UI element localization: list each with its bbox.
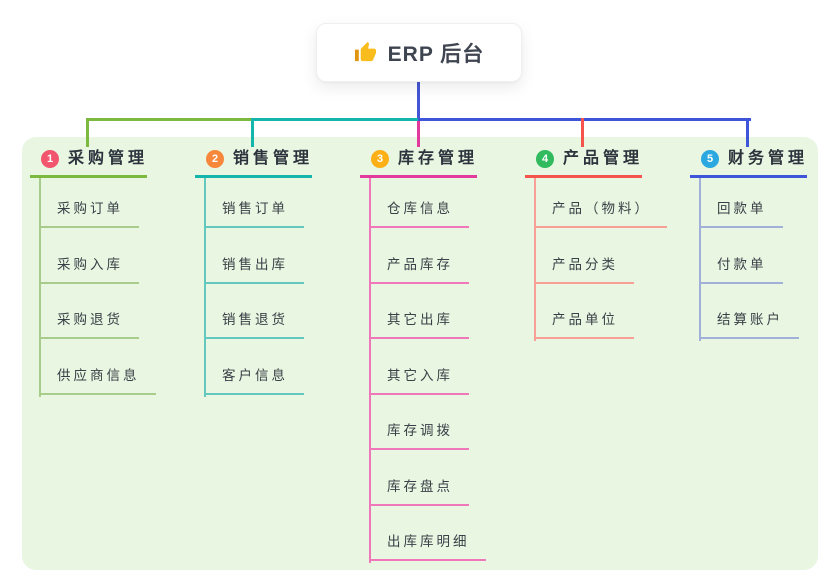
branch-drop-line [746,118,749,147]
branch-drop-line [86,118,89,147]
branch-connector-mid [252,118,419,121]
sub-node[interactable]: 产品（物料） [534,200,667,228]
branch-number-badge: 4 [536,150,554,168]
branch-node[interactable]: 3 库存管理 [371,149,478,169]
branch-connector-left [87,118,254,121]
sub-node[interactable]: 销售出库 [204,256,304,284]
sub-node[interactable]: 仓库信息 [369,200,469,228]
trunk-vertical-line [417,81,420,121]
branch-node[interactable]: 5 财务管理 [701,149,808,169]
sub-node[interactable]: 库存盘点 [369,478,469,506]
branch-number-badge: 5 [701,150,719,168]
branch-label: 财务管理 [728,150,809,167]
branch-label: 采购管理 [68,150,149,167]
branch-connector-line [204,178,206,397]
branch-label: 销售管理 [233,150,314,167]
sub-node[interactable]: 产品分类 [534,256,634,284]
branch-connector-line [369,178,371,563]
sub-node[interactable]: 采购订单 [39,200,139,228]
root-title: ERP 后台 [387,42,485,66]
branch-underline [690,175,807,178]
branch-underline [195,175,312,178]
sub-node[interactable]: 付款单 [699,256,783,284]
sub-node[interactable]: 销售退货 [204,311,304,339]
sub-node[interactable]: 客户信息 [204,367,304,395]
branch-connector-line [39,178,41,397]
branch-label: 产品管理 [563,150,644,167]
sub-node[interactable]: 回款单 [699,200,783,228]
sub-node[interactable]: 销售订单 [204,200,304,228]
sub-node[interactable]: 供应商信息 [39,367,156,395]
sub-node[interactable]: 其它出库 [369,311,469,339]
branch-node[interactable]: 4 产品管理 [536,149,643,169]
sub-node[interactable]: 产品库存 [369,256,469,284]
branch-number-badge: 3 [371,150,389,168]
branch-drop-line [581,118,584,147]
sub-node[interactable]: 库存调拨 [369,422,469,450]
branch-connector-right [418,118,751,121]
sub-node[interactable]: 其它入库 [369,367,469,395]
branch-connector-line [534,178,536,341]
branch-label: 库存管理 [398,150,479,167]
branch-underline [360,175,477,178]
sub-node[interactable]: 采购入库 [39,256,139,284]
thumbs-up-icon [354,41,376,62]
sub-node[interactable]: 产品单位 [534,311,634,339]
branch-number-badge: 1 [41,150,59,168]
branch-node[interactable]: 2 销售管理 [206,149,313,169]
sub-node[interactable]: 结算账户 [699,311,799,339]
root-node[interactable]: ERP 后台 [316,23,522,82]
branch-number-badge: 2 [206,150,224,168]
branch-underline [30,175,147,178]
branch-node[interactable]: 1 采购管理 [41,149,148,169]
branch-drop-line [417,121,420,147]
sub-node[interactable]: 采购退货 [39,311,139,339]
sub-node[interactable]: 出库库明细 [369,533,486,561]
branch-connector-line [699,178,701,341]
branch-underline [525,175,642,178]
canvas-panel [22,137,818,570]
branch-drop-line [251,118,254,147]
